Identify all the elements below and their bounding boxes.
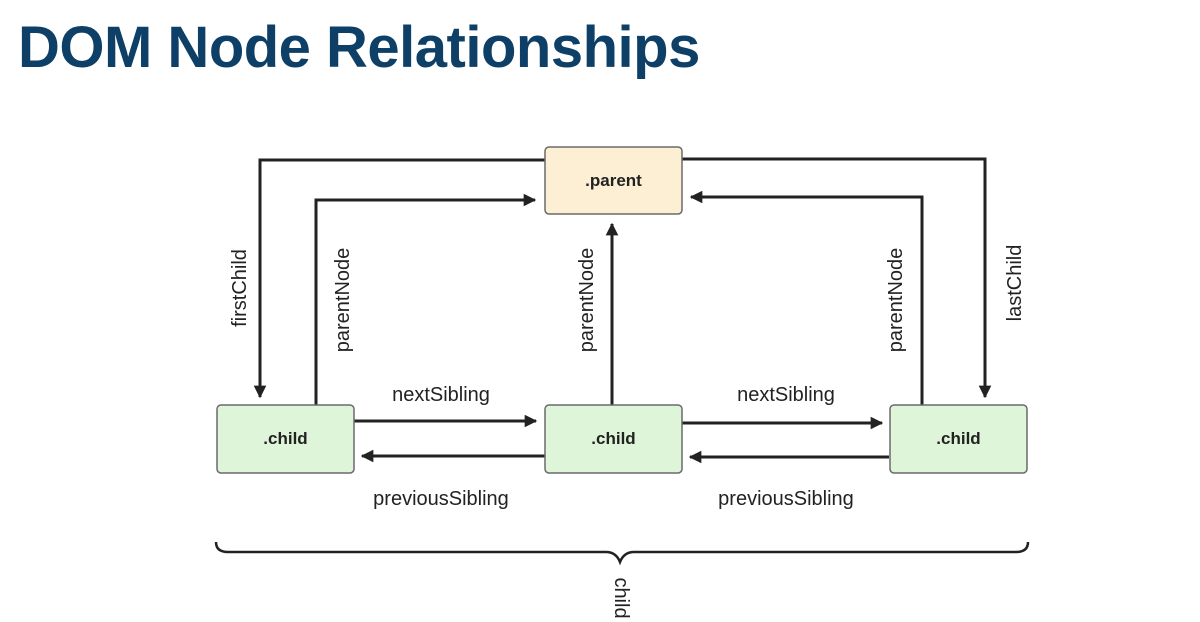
first-child-arrow [253,158,545,399]
child-node-right-label: .child [936,429,980,448]
child-node-left: .child [216,404,355,474]
first-child-label: firstChild [229,249,251,327]
parent-node-label-left: parentNode [332,248,354,353]
child-node-right: .child [889,404,1028,474]
last-child-arrow [682,157,992,399]
child-node-left-label: .child [263,429,307,448]
page-title: DOM Node Relationships [18,15,700,80]
parent-node-label-right: parentNode [885,248,907,353]
parent-node: .parent [544,146,683,215]
last-child-label: lastChild [1004,245,1026,322]
parent-node-label: .parent [585,171,642,190]
next-sibling-label-right: nextSibling [737,384,835,406]
next-sibling-label-left: nextSibling [392,384,490,406]
child-node-middle-label: .child [591,429,635,448]
previous-sibling-label-left: previousSibling [373,488,509,510]
previous-sibling-label-right: previousSibling [718,488,854,510]
child-node-middle: .child [544,404,683,474]
child-brace [214,541,1030,566]
parent-node-arrow-right [689,190,924,405]
brace-label: child [610,577,632,618]
parent-node-arrow-left [314,193,537,405]
parent-node-label-middle: parentNode [576,248,598,353]
